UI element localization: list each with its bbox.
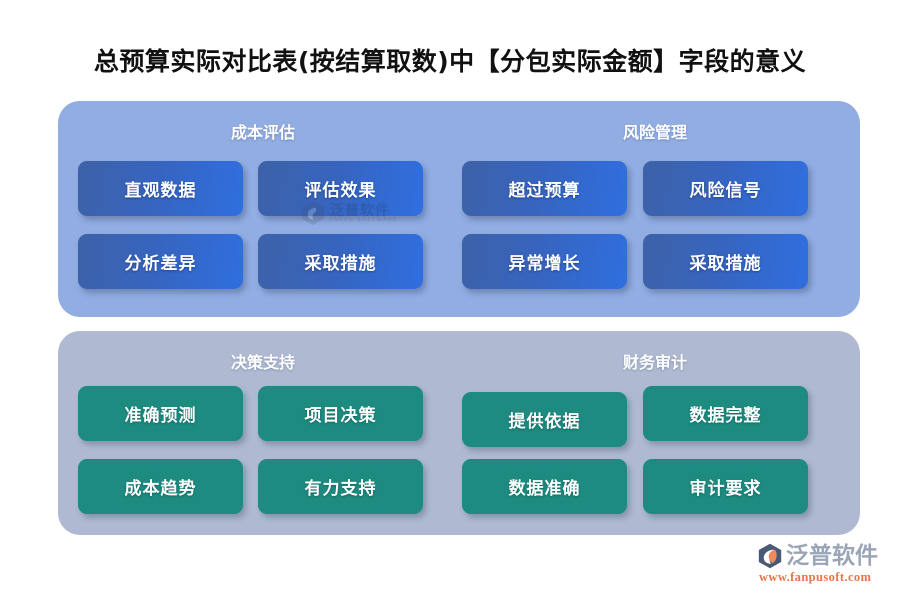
box-cost-trend[interactable]: 成本趋势 [78,459,243,514]
blue-row-1: 直观数据 评估效果 超过预算 风险信号 [58,161,860,234]
panel-header-risk-management: 风险管理 [622,123,687,142]
box-intuitive-data[interactable]: 直观数据 [78,161,243,216]
box-over-budget[interactable]: 超过预算 [462,161,627,216]
blue-row-2: 分析差异 采取措施 异常增长 采取措施 [58,234,860,307]
panel-header-row: 决策支持 财务审计 [58,349,860,375]
blue-box-grid: 直观数据 评估效果 超过预算 风险信号 分析差异 采取措施 异常增长 采取措施 [58,161,860,307]
box-project-decision[interactable]: 项目决策 [258,386,423,441]
box-abnormal-growth[interactable]: 异常增长 [462,234,627,289]
green-row-1: 准确预测 项目决策 提供依据 数据完整 [58,386,860,459]
panel-header-cost-evaluation: 成本评估 [230,123,295,142]
box-take-measures-risk-b[interactable]: 采取措施 [643,234,808,289]
box-data-completeness[interactable]: 数据完整 [643,386,808,441]
box-provide-basis[interactable]: 提供依据 [462,392,627,447]
box-strong-support[interactable]: 有力支持 [258,459,423,514]
brand-logo-row: 泛普软件 [757,543,897,569]
panel-cost-risk: 成本评估 风险管理 直观数据 评估效果 超过预算 风险信号 分析差异 采取措施 … [58,101,860,317]
brand-logo: 泛普软件 www.fanpusoft.com [757,543,897,593]
box-accurate-forecast[interactable]: 准确预测 [78,386,243,441]
box-analyze-variance[interactable]: 分析差异 [78,234,243,289]
brand-logo-url: www.fanpusoft.com [759,570,872,584]
panel-header-financial-audit: 财务审计 [622,353,687,372]
green-row-2: 成本趋势 有力支持 数据准确 审计要求 [58,459,860,532]
page-title: 总预算实际对比表(按结算取数)中【分包实际金额】字段的意义 [93,47,807,76]
box-take-measures-risk-a[interactable]: 采取措施 [258,234,423,289]
box-audit-requirement[interactable]: 审计要求 [643,459,808,514]
fanpu-hexagon-icon [758,543,782,569]
panel-header-decision-support: 决策支持 [230,353,295,372]
green-box-grid: 准确预测 项目决策 提供依据 数据完整 成本趋势 有力支持 数据准确 审计要求 [58,386,860,532]
brand-logo-name: 泛普软件 [786,543,878,569]
box-data-accuracy[interactable]: 数据准确 [462,459,627,514]
panel-header-row: 成本评估 风险管理 [58,119,860,145]
box-risk-signal[interactable]: 风险信号 [643,161,808,216]
box-evaluation-effect[interactable]: 评估效果 [258,161,423,216]
panel-decision-audit: 决策支持 财务审计 准确预测 项目决策 提供依据 数据完整 成本趋势 有力支持 … [58,331,860,535]
